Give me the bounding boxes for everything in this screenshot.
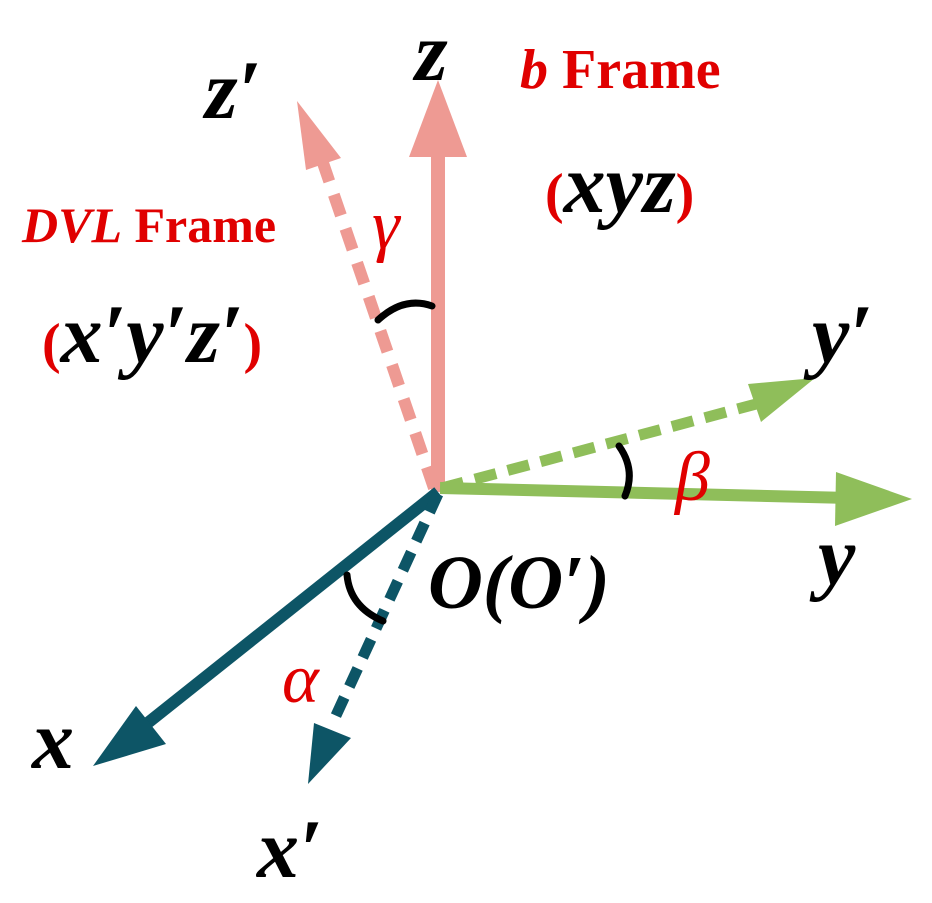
x-prime-axis (308, 491, 443, 784)
y-prime-axis (440, 378, 815, 494)
x-axis-shaft (126, 487, 442, 742)
y-prime-axis-arrowhead (748, 378, 815, 422)
dvl-frame-letters: DVL (21, 197, 122, 253)
beta-angle-arc (615, 442, 633, 500)
y-label: y (809, 510, 856, 603)
x-label: x (30, 694, 74, 787)
gamma-label: γ (372, 187, 402, 264)
y-axis-arrowhead (835, 472, 912, 526)
dvl-frame-close-paren: ) (244, 313, 263, 375)
x-prime-axis-arrowhead (308, 723, 351, 784)
x-axis (93, 487, 442, 766)
b-frame-title: b Frame (520, 39, 721, 101)
dvl-frame-open-paren: ( (42, 313, 61, 375)
alpha-label: α (282, 641, 320, 718)
dvl-frame-coords-text: x′y′z′ (59, 288, 244, 381)
gamma-angle-arc (374, 299, 436, 324)
z-label: z (412, 6, 448, 99)
b-frame-close-paren: ) (676, 163, 695, 225)
beta-label: β (673, 439, 710, 516)
y-prime-axis-shaft (440, 397, 762, 494)
dvl-frame-word: Frame (122, 197, 276, 253)
z-axis (409, 80, 467, 492)
x-axis-arrowhead (93, 706, 166, 766)
origin-label: O(O′) (428, 541, 610, 625)
b-frame-coords-text: xyz (562, 138, 676, 231)
alpha-angle-arc (343, 571, 387, 625)
y-axis-shaft (439, 482, 851, 504)
z-axis-arrowhead (409, 80, 467, 157)
y-axis (439, 472, 912, 526)
z-prime-axis (297, 101, 440, 490)
b-frame-coords: (xyz) (545, 138, 694, 231)
dvl-frame-coords: (x′y′z′) (42, 288, 262, 381)
y-prime-label: y′ (803, 288, 873, 381)
x-prime-axis-shaft (328, 491, 443, 725)
dvl-frame-title: DVL Frame (21, 197, 276, 253)
x-prime-label: x′ (255, 803, 323, 896)
z-prime-axis-arrowhead (297, 101, 341, 170)
b-frame-letter: b (520, 39, 548, 101)
z-prime-axis-shaft (316, 158, 440, 490)
b-frame-word: Frame (548, 39, 721, 101)
b-frame-open-paren: ( (545, 163, 564, 225)
z-prime-label: z′ (202, 44, 261, 137)
